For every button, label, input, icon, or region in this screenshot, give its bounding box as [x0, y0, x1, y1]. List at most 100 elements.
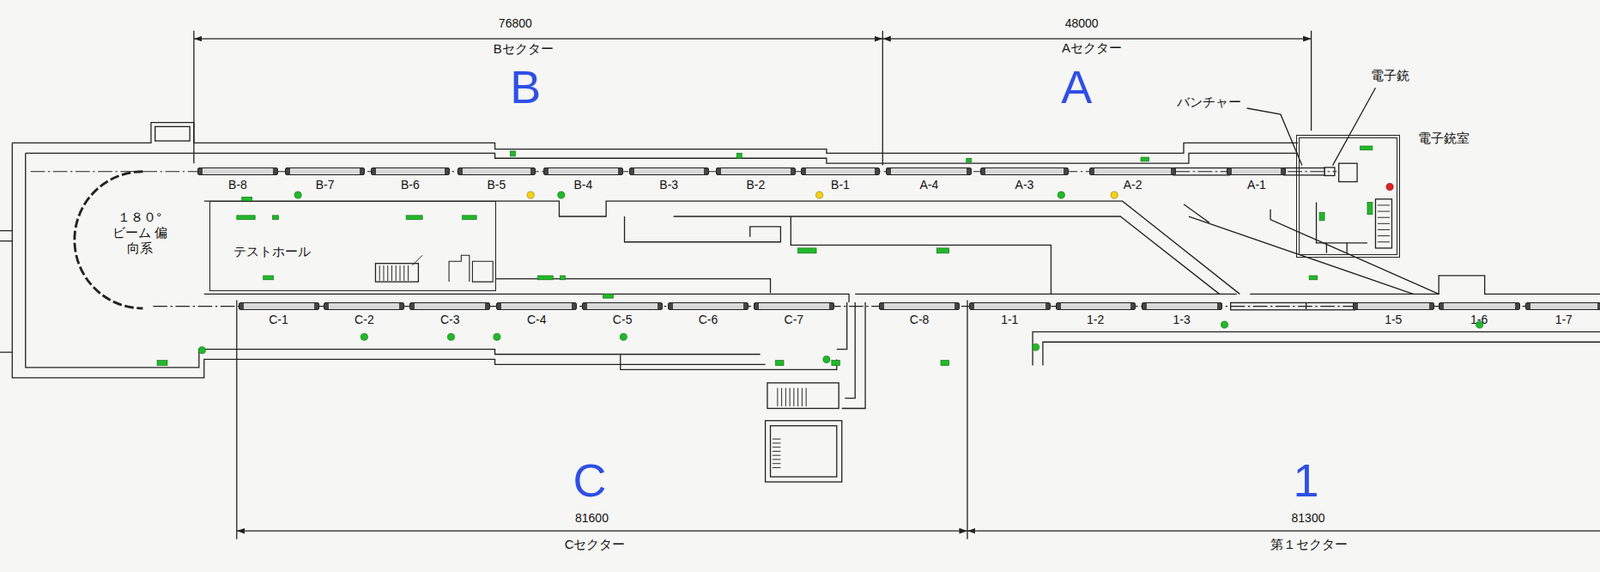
green-marker	[966, 157, 972, 163]
tube-label: B-8	[197, 177, 279, 192]
wall	[12, 142, 765, 377]
tube-label: 1-1	[969, 312, 1051, 327]
sector-letter: 1	[1293, 456, 1320, 504]
wall	[496, 278, 771, 294]
stairs	[1377, 205, 1390, 243]
green-marker	[493, 333, 501, 340]
tube-body	[1525, 302, 1600, 310]
tube-body	[197, 167, 279, 176]
tube-label: B-6	[370, 177, 450, 192]
tube-body	[1438, 302, 1521, 310]
extension-line	[966, 300, 968, 540]
tube-body	[1055, 302, 1136, 310]
green-marker	[263, 275, 274, 280]
tube-label: 1-6	[1438, 312, 1521, 327]
tube-body	[323, 302, 405, 310]
accelerator-tube: A-2	[1089, 167, 1176, 192]
wall	[1316, 201, 1368, 253]
accelerator-tube: B-3	[629, 167, 710, 192]
accelerator-tube: 1-5	[1352, 302, 1435, 327]
sector-letter: C	[573, 456, 607, 504]
tube-body	[457, 167, 535, 176]
dimension-line	[236, 530, 968, 532]
accelerator-tube: C-8	[878, 302, 960, 327]
green-marker	[557, 191, 565, 199]
green-marker	[560, 275, 566, 280]
green-marker	[1319, 212, 1325, 221]
tube-label: C-8	[878, 312, 960, 327]
tube-label: C-4	[496, 312, 577, 327]
leader-line	[1333, 87, 1376, 165]
tube-label: A-4	[885, 177, 972, 192]
wall	[204, 200, 1241, 294]
accelerator-tube: B-7	[284, 167, 365, 192]
accelerator-tube: B-5	[457, 167, 535, 192]
tube-body	[1226, 167, 1286, 176]
green-marker	[1360, 145, 1373, 151]
tube-label: C-5	[581, 312, 663, 327]
green-marker	[936, 248, 949, 254]
green-marker	[406, 215, 423, 220]
stairs	[772, 438, 782, 467]
tube-label: B-7	[284, 177, 365, 192]
tube-label: B-5	[457, 177, 535, 192]
tube-body	[885, 167, 972, 176]
tube-body	[878, 302, 960, 310]
green-marker	[940, 360, 950, 366]
wall	[25, 152, 761, 368]
tube-body	[629, 167, 710, 176]
stairwell	[765, 420, 843, 482]
green-marker	[509, 151, 516, 157]
accelerator-tube: B-2	[715, 167, 796, 192]
dimension-line	[882, 38, 1311, 40]
accelerator-tube: B-6	[370, 167, 450, 192]
equipment	[1339, 163, 1358, 182]
markers	[157, 145, 1484, 366]
tube-label: B-1	[800, 177, 881, 192]
tube-label: 1-7	[1525, 312, 1600, 327]
yellow-marker	[816, 191, 824, 199]
tube-body	[1141, 302, 1223, 310]
green-marker	[1309, 275, 1318, 280]
deflection-arc	[74, 171, 144, 309]
tube-label: B-3	[629, 177, 710, 192]
dimension-value: 76800	[498, 16, 533, 31]
sector-name: Bセクター	[493, 41, 554, 56]
tube-label: C-1	[238, 312, 320, 327]
sector-name: 第１セクター	[1270, 536, 1348, 552]
tube-body	[370, 167, 450, 176]
tube-label: 1-3	[1141, 312, 1223, 327]
accelerator-tube: 1-1	[969, 302, 1051, 327]
green-marker	[1140, 157, 1150, 162]
green-marker	[447, 333, 455, 340]
room-label: 電子銃室	[1418, 130, 1470, 146]
wall	[1183, 204, 1439, 295]
dimension-value: 81600	[575, 510, 609, 525]
tube-label: B-2	[715, 177, 796, 192]
accelerator-tube: B-8	[197, 167, 279, 192]
green-marker	[198, 346, 206, 354]
wall	[624, 216, 782, 243]
accelerator-tube: C-5	[581, 302, 663, 327]
tube-body	[543, 167, 624, 176]
accelerator-tube: C-7	[753, 302, 835, 327]
accelerator-tube: B-4	[543, 167, 624, 192]
extension-line	[1310, 30, 1312, 132]
wall	[0, 230, 13, 352]
tube-body	[969, 302, 1051, 310]
deflection-label: １８０° ビーム 偏向系	[112, 209, 169, 256]
extension-line	[882, 30, 884, 166]
tube-body	[409, 302, 491, 310]
shaft	[155, 126, 190, 141]
tube-body	[800, 167, 881, 176]
tube-label: C-3	[409, 312, 491, 327]
accelerator-tube: 1-3	[1141, 302, 1223, 327]
door	[448, 254, 493, 282]
accelerator-tube: C-1	[238, 302, 320, 327]
tube-label: C-7	[753, 312, 835, 327]
tube-label: A-2	[1089, 177, 1176, 192]
accelerator-tube: A-1	[1226, 167, 1286, 192]
dimension-value: 81300	[1291, 510, 1326, 525]
accelerator-tube: 1-2	[1055, 302, 1136, 327]
